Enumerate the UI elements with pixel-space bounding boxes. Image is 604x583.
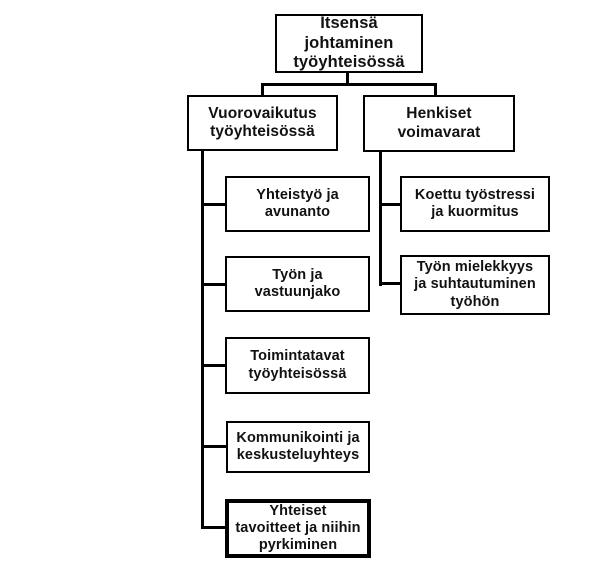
connector-root-stem — [346, 71, 349, 85]
connector-left-stub-5 — [201, 526, 227, 529]
node-root: Itsensä johtaminen työyhteisössä — [275, 14, 423, 73]
node-branch-henkiset-voimavarat: Henkiset voimavarat — [363, 95, 515, 152]
node-tyon-mielekkyys: Työn mielekkyys ja suhtautuminen työhön — [400, 255, 550, 315]
connector-left-stub-3 — [201, 364, 227, 367]
connector-right-stub-2 — [379, 282, 402, 285]
connector-left-trunk — [201, 149, 204, 529]
connector-left-stub-2 — [201, 283, 227, 286]
connector-right-trunk — [379, 150, 382, 286]
connector-left-stub-1 — [201, 203, 227, 206]
connector-right-stub-1 — [379, 203, 402, 206]
connector-left-stub-4 — [201, 445, 227, 448]
node-kommunikointi: Kommunikointi ja keskusteluyhteys — [226, 421, 370, 473]
node-yhteistyo-ja-avunanto: Yhteistyö ja avunanto — [225, 176, 370, 232]
node-yhteiset-tavoitteet: Yhteiset tavoitteet ja niihin pyrkiminen — [225, 499, 371, 558]
connector-left-branch-drop — [261, 83, 264, 95]
connector-right-branch-drop — [434, 83, 437, 95]
node-toimintatavat: Toimintatavat työyhteisössä — [225, 337, 370, 394]
node-tyon-ja-vastuunjako: Työn ja vastuunjako — [225, 256, 370, 312]
connector-top-horizontal — [261, 83, 437, 86]
node-branch-vuorovaikutus: Vuorovaikutus työyhteisössä — [187, 95, 338, 151]
node-koettu-tyostressi: Koettu työstressi ja kuormitus — [400, 176, 550, 232]
